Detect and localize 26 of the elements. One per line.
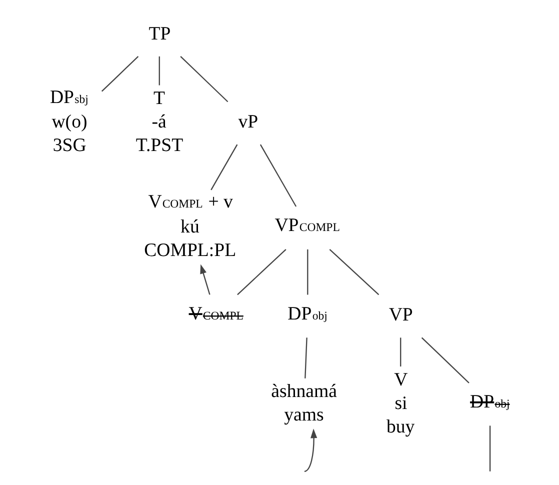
connector bbox=[420, 336, 469, 383]
connector bbox=[488, 425, 490, 471]
connector bbox=[259, 144, 296, 206]
connector bbox=[306, 248, 308, 294]
arrow bbox=[304, 428, 317, 472]
connector bbox=[158, 56, 160, 85]
node-text: VP bbox=[388, 304, 412, 326]
node-text: VCOMPL bbox=[188, 302, 243, 324]
node-text: vP bbox=[238, 111, 258, 132]
connector bbox=[180, 56, 228, 102]
node-text: VCOMPL + v kú COMPL:PL bbox=[144, 191, 236, 260]
connector bbox=[304, 337, 307, 378]
node-text: V si buy bbox=[386, 368, 414, 437]
node-text: DPsbj w(o) 3SG bbox=[49, 86, 88, 156]
arrow bbox=[200, 264, 210, 294]
connector bbox=[328, 248, 379, 295]
connector bbox=[236, 248, 286, 295]
node-text: DPobj bbox=[470, 391, 510, 412]
connector bbox=[400, 337, 401, 366]
node-text: àshnamá yams bbox=[270, 380, 337, 426]
node-text: VPCOMPL bbox=[274, 214, 340, 236]
node-text: DPobj bbox=[287, 302, 327, 324]
node-text: TP bbox=[148, 22, 170, 44]
node-text: T -á T.PST bbox=[135, 88, 183, 156]
connector bbox=[210, 144, 238, 190]
connector bbox=[100, 56, 138, 92]
